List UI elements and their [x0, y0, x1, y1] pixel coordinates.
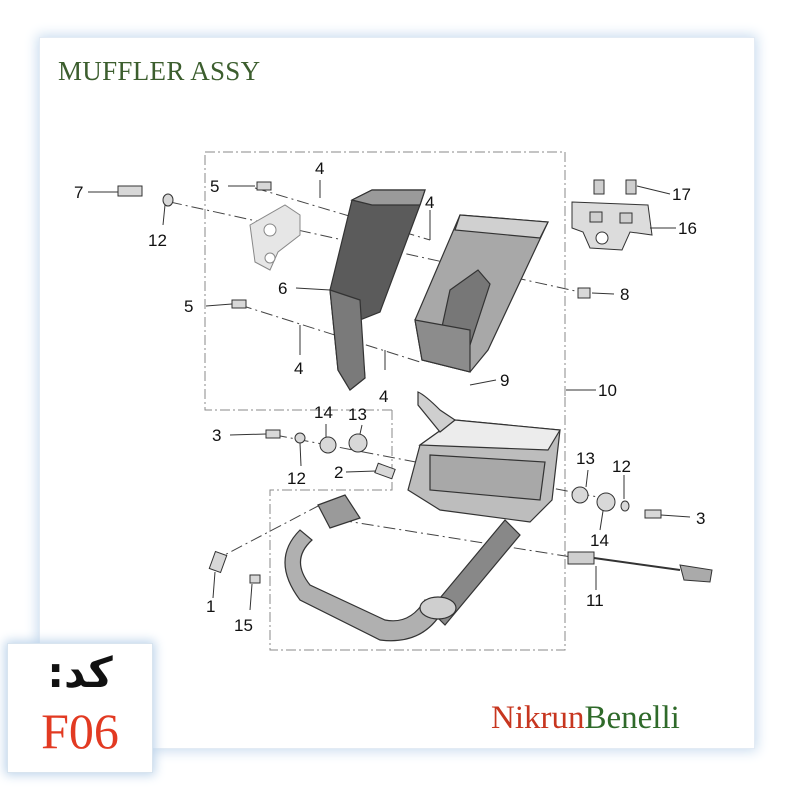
callout-12: 12 — [612, 457, 631, 476]
callout-16: 16 — [678, 219, 697, 238]
code-label: کد: — [47, 648, 113, 697]
callout-9: 9 — [500, 371, 509, 390]
callout-3: 3 — [696, 509, 705, 528]
callout-3: 3 — [212, 426, 221, 445]
brand-first: Nikrun — [491, 700, 585, 736]
callout-2: 2 — [334, 463, 343, 482]
callout-4: 4 — [294, 359, 303, 378]
brand-wordmark: NikrunBenelli — [491, 700, 680, 737]
callout-13: 13 — [348, 405, 367, 424]
leader-lines — [88, 180, 691, 611]
diagram-title: MUFFLER ASSY — [58, 56, 261, 86]
callout-13: 13 — [576, 449, 595, 468]
frame-bracket — [249, 204, 301, 271]
callout-1: 1 — [206, 597, 215, 616]
mounting-bracket-16 — [571, 179, 653, 251]
callout-5: 5 — [184, 297, 193, 316]
upper-group-boundary — [204, 151, 566, 651]
muffler-body — [407, 391, 562, 523]
callout-17: 17 — [672, 185, 691, 204]
callout-14: 14 — [314, 403, 333, 422]
brand-second: Benelli — [584, 700, 680, 736]
callout-4: 4 — [379, 387, 388, 406]
callout-15: 15 — [234, 616, 253, 635]
callout-12: 12 — [148, 231, 167, 250]
part-callouts: 7 5 4 4 12 6 5 4 4 17 16 8 9 10 14 13 3 … — [74, 159, 705, 635]
exhaust-pipe — [284, 494, 521, 642]
callout-12: 12 — [287, 469, 306, 488]
callout-4: 4 — [315, 159, 324, 178]
heat-shield-6 — [329, 189, 426, 391]
heat-shield-9 — [414, 214, 549, 373]
callout-14: 14 — [590, 531, 609, 550]
part-code-box: کد: F06 — [8, 644, 152, 772]
callout-5: 5 — [210, 177, 219, 196]
callout-4: 4 — [425, 193, 434, 212]
code-value: F06 — [41, 703, 119, 759]
small-hardware — [117, 181, 662, 584]
callout-10: 10 — [598, 381, 617, 400]
callout-6: 6 — [278, 279, 287, 298]
callout-7: 7 — [74, 183, 83, 202]
oxygen-sensor-11 — [567, 551, 713, 583]
callout-8: 8 — [620, 285, 629, 304]
callout-11: 11 — [586, 591, 604, 610]
